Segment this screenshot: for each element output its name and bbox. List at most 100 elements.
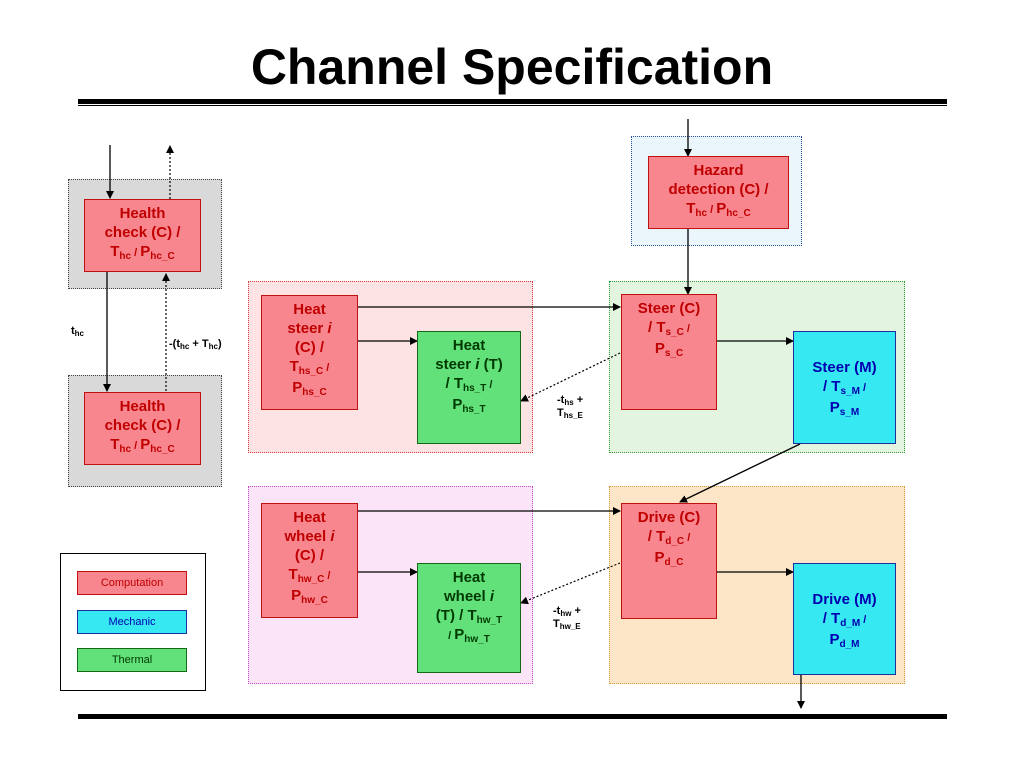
box-separator: / — [683, 323, 690, 335]
label-text: t — [71, 325, 75, 337]
box-line: P — [654, 549, 665, 566]
box-separator: / — [859, 382, 867, 394]
box-subscript: hw_C — [301, 595, 328, 606]
drive-back-label: -thw + Thw_E — [553, 605, 581, 631]
box-line: P — [140, 243, 151, 260]
box-line: wheel — [284, 528, 331, 545]
box-italic: i — [327, 320, 332, 337]
legend-label: Computation — [100, 577, 164, 589]
title-rule — [78, 99, 947, 104]
box-line: Drive (C) — [637, 509, 701, 526]
box-subscript: d_M — [839, 638, 860, 650]
box-italic: i — [475, 356, 480, 373]
box-line: wheel — [443, 588, 490, 605]
label-text: -t — [553, 605, 561, 617]
box-subscript: s_M — [839, 407, 860, 418]
box-line: P — [654, 340, 665, 357]
box-subscript: s_C — [664, 348, 684, 359]
box-line: (C) / — [294, 547, 325, 564]
box-line: P — [454, 626, 465, 643]
box-line: Drive (M) — [812, 590, 877, 608]
box-subscript: hw_T — [476, 615, 503, 626]
box-subscript: hs_T — [462, 404, 486, 415]
label-subscript: hw — [560, 609, 572, 618]
box-subscript: s_M — [840, 386, 860, 397]
page-title: Channel Specification — [250, 39, 774, 95]
box-line: T — [686, 200, 696, 217]
box-line: T — [289, 358, 299, 375]
health-check-box-bottom: Health check (C) / Thc / Phc_C — [84, 392, 201, 465]
box-line: (T) / T — [435, 607, 477, 624]
box-line: P — [829, 630, 840, 648]
title-rule-thin — [78, 105, 947, 106]
steer-m-to-drive-arrow — [679, 443, 801, 503]
label-text: T — [553, 618, 560, 630]
label-subscript: hw_E — [559, 622, 581, 631]
legend-computation: Computation — [77, 571, 187, 595]
box-separator: / — [448, 630, 455, 642]
box-subscript: s_C — [665, 327, 684, 338]
drive-to-thermal-dotted-arrow — [520, 562, 621, 605]
box-subscript: hw_T — [464, 634, 490, 645]
box-separator: / — [486, 379, 493, 391]
box-italic: i — [330, 528, 335, 545]
box-subscript: hc — [119, 444, 132, 455]
box-separator: / — [684, 532, 691, 544]
box-line: T — [288, 566, 298, 583]
box-separator: / — [860, 613, 867, 626]
box-line: Steer (M) — [812, 359, 877, 376]
health-back-label: -(thc + Thc) — [169, 338, 222, 351]
box-subscript: hs_C — [298, 366, 324, 377]
box-line: (T) — [479, 356, 503, 373]
box-line: T — [110, 243, 120, 260]
box-line: P — [140, 436, 151, 453]
label-subscript: hc — [74, 329, 85, 338]
label-text: -t — [557, 394, 565, 406]
footer-rule — [78, 714, 947, 719]
box-line: / T — [445, 375, 464, 392]
box-separator: / — [707, 204, 717, 216]
label-subscript: hs — [564, 398, 574, 407]
box-line: Heat — [452, 337, 486, 354]
box-line: / T — [647, 528, 666, 545]
box-separator: / — [324, 570, 331, 582]
legend-label: Thermal — [111, 654, 153, 666]
box-subscript: d_C — [665, 536, 685, 547]
steer-c-box: Steer (C) / Ts_C / Ps_C — [621, 294, 717, 410]
box-line: Steer (C) — [637, 300, 701, 317]
box-separator: / — [323, 362, 330, 374]
box-subscript: hc_C — [150, 444, 175, 455]
box-subscript: hc_C — [726, 208, 751, 219]
box-line: P — [452, 396, 463, 413]
legend-thermal: Thermal — [77, 648, 187, 672]
heat-wheel-t-box: Heat wheel i (T) / Thw_T / Phw_T — [417, 563, 521, 673]
box-line: P — [292, 379, 303, 396]
box-separator: / — [131, 247, 141, 259]
box-line: T — [110, 436, 120, 453]
legend: Computation Mechanic Thermal — [60, 553, 206, 691]
box-line: / T — [822, 609, 841, 627]
legend-label: Mechanic — [108, 616, 156, 628]
label-text: T — [557, 407, 564, 419]
thc-label: thc — [71, 325, 84, 338]
box-line: P — [829, 399, 840, 416]
label-text: + T — [189, 338, 209, 350]
box-italic: i — [489, 588, 495, 605]
box-line: Health — [119, 398, 166, 415]
box-subscript: hs_C — [302, 387, 327, 398]
box-line: P — [716, 200, 727, 217]
label-text: ) — [217, 338, 222, 350]
hazard-detection-box: Hazard detection (C) / Thc / Phc_C — [648, 156, 789, 229]
label-subscript: hc — [208, 342, 218, 351]
box-line: Heat — [452, 569, 486, 586]
box-line: detection (C) / — [668, 181, 769, 198]
box-line: Heat — [293, 509, 326, 526]
box-line: check (C) / — [104, 417, 181, 434]
box-line: steer — [435, 356, 476, 373]
box-subscript: hc_C — [150, 251, 175, 262]
health-check-box-top: Health check (C) / Thc / Phc_C — [84, 199, 201, 272]
box-subscript: d_C — [664, 557, 684, 568]
box-subscript: hw_C — [297, 574, 325, 585]
box-line: / T — [822, 378, 841, 395]
